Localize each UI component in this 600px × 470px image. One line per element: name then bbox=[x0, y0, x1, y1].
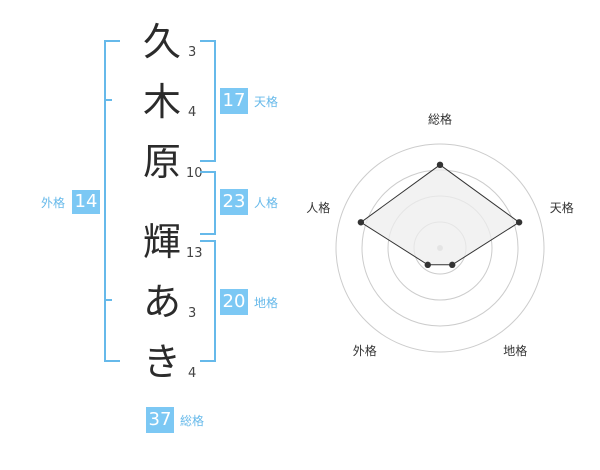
radar-point-4 bbox=[357, 219, 365, 226]
name-char-2: 木 bbox=[142, 80, 181, 124]
gaikaku-tick-2 bbox=[104, 299, 112, 301]
gaikaku-label: 外格 bbox=[41, 196, 66, 210]
radar-point-0 bbox=[436, 161, 444, 168]
name-char-5: あ bbox=[142, 280, 181, 324]
name-char-1: 久 bbox=[142, 20, 181, 64]
stroke-count-3: 10 bbox=[186, 166, 203, 181]
stroke-count-2: 4 bbox=[188, 105, 197, 120]
tenkaku-value: 17 bbox=[220, 88, 248, 114]
chikaku-value: 20 bbox=[220, 289, 248, 315]
tenkaku-label: 天格 bbox=[254, 95, 279, 109]
radar-point-2 bbox=[449, 261, 456, 269]
chikaku-bracket bbox=[200, 240, 216, 362]
radar-axis-label: 天格 bbox=[550, 200, 574, 215]
gaikaku-tick-1 bbox=[104, 99, 112, 101]
radar-axis-label: 地格 bbox=[503, 343, 527, 358]
radar-points bbox=[357, 161, 523, 269]
jinkaku-label: 人格 bbox=[254, 196, 279, 210]
jinkaku-bracket bbox=[200, 171, 216, 235]
radar-point-1 bbox=[515, 219, 523, 226]
radar-point-3 bbox=[424, 261, 431, 269]
name-char-4: 輝 bbox=[142, 220, 181, 264]
stroke-count-6: 4 bbox=[188, 366, 197, 381]
stroke-count-1: 3 bbox=[188, 45, 197, 60]
gaikaku-value: 14 bbox=[72, 190, 100, 214]
stroke-count-4: 13 bbox=[186, 246, 203, 261]
tenkaku-bracket bbox=[200, 40, 216, 162]
gaikaku-bracket bbox=[104, 40, 120, 362]
name-char-6: き bbox=[142, 340, 181, 384]
stroke-count-5: 3 bbox=[188, 306, 197, 321]
chikaku-label: 地格 bbox=[254, 296, 279, 310]
radar-area bbox=[360, 164, 520, 266]
soukaku-value: 37 bbox=[146, 407, 174, 433]
jinkaku-value: 23 bbox=[220, 189, 248, 215]
soukaku-label: 総格 bbox=[180, 414, 205, 428]
radar-axis-label: 総格 bbox=[428, 112, 452, 127]
radar-axis-label: 外格 bbox=[353, 343, 377, 358]
radar-axis-label: 人格 bbox=[306, 200, 330, 215]
name-char-3: 原 bbox=[142, 140, 181, 184]
